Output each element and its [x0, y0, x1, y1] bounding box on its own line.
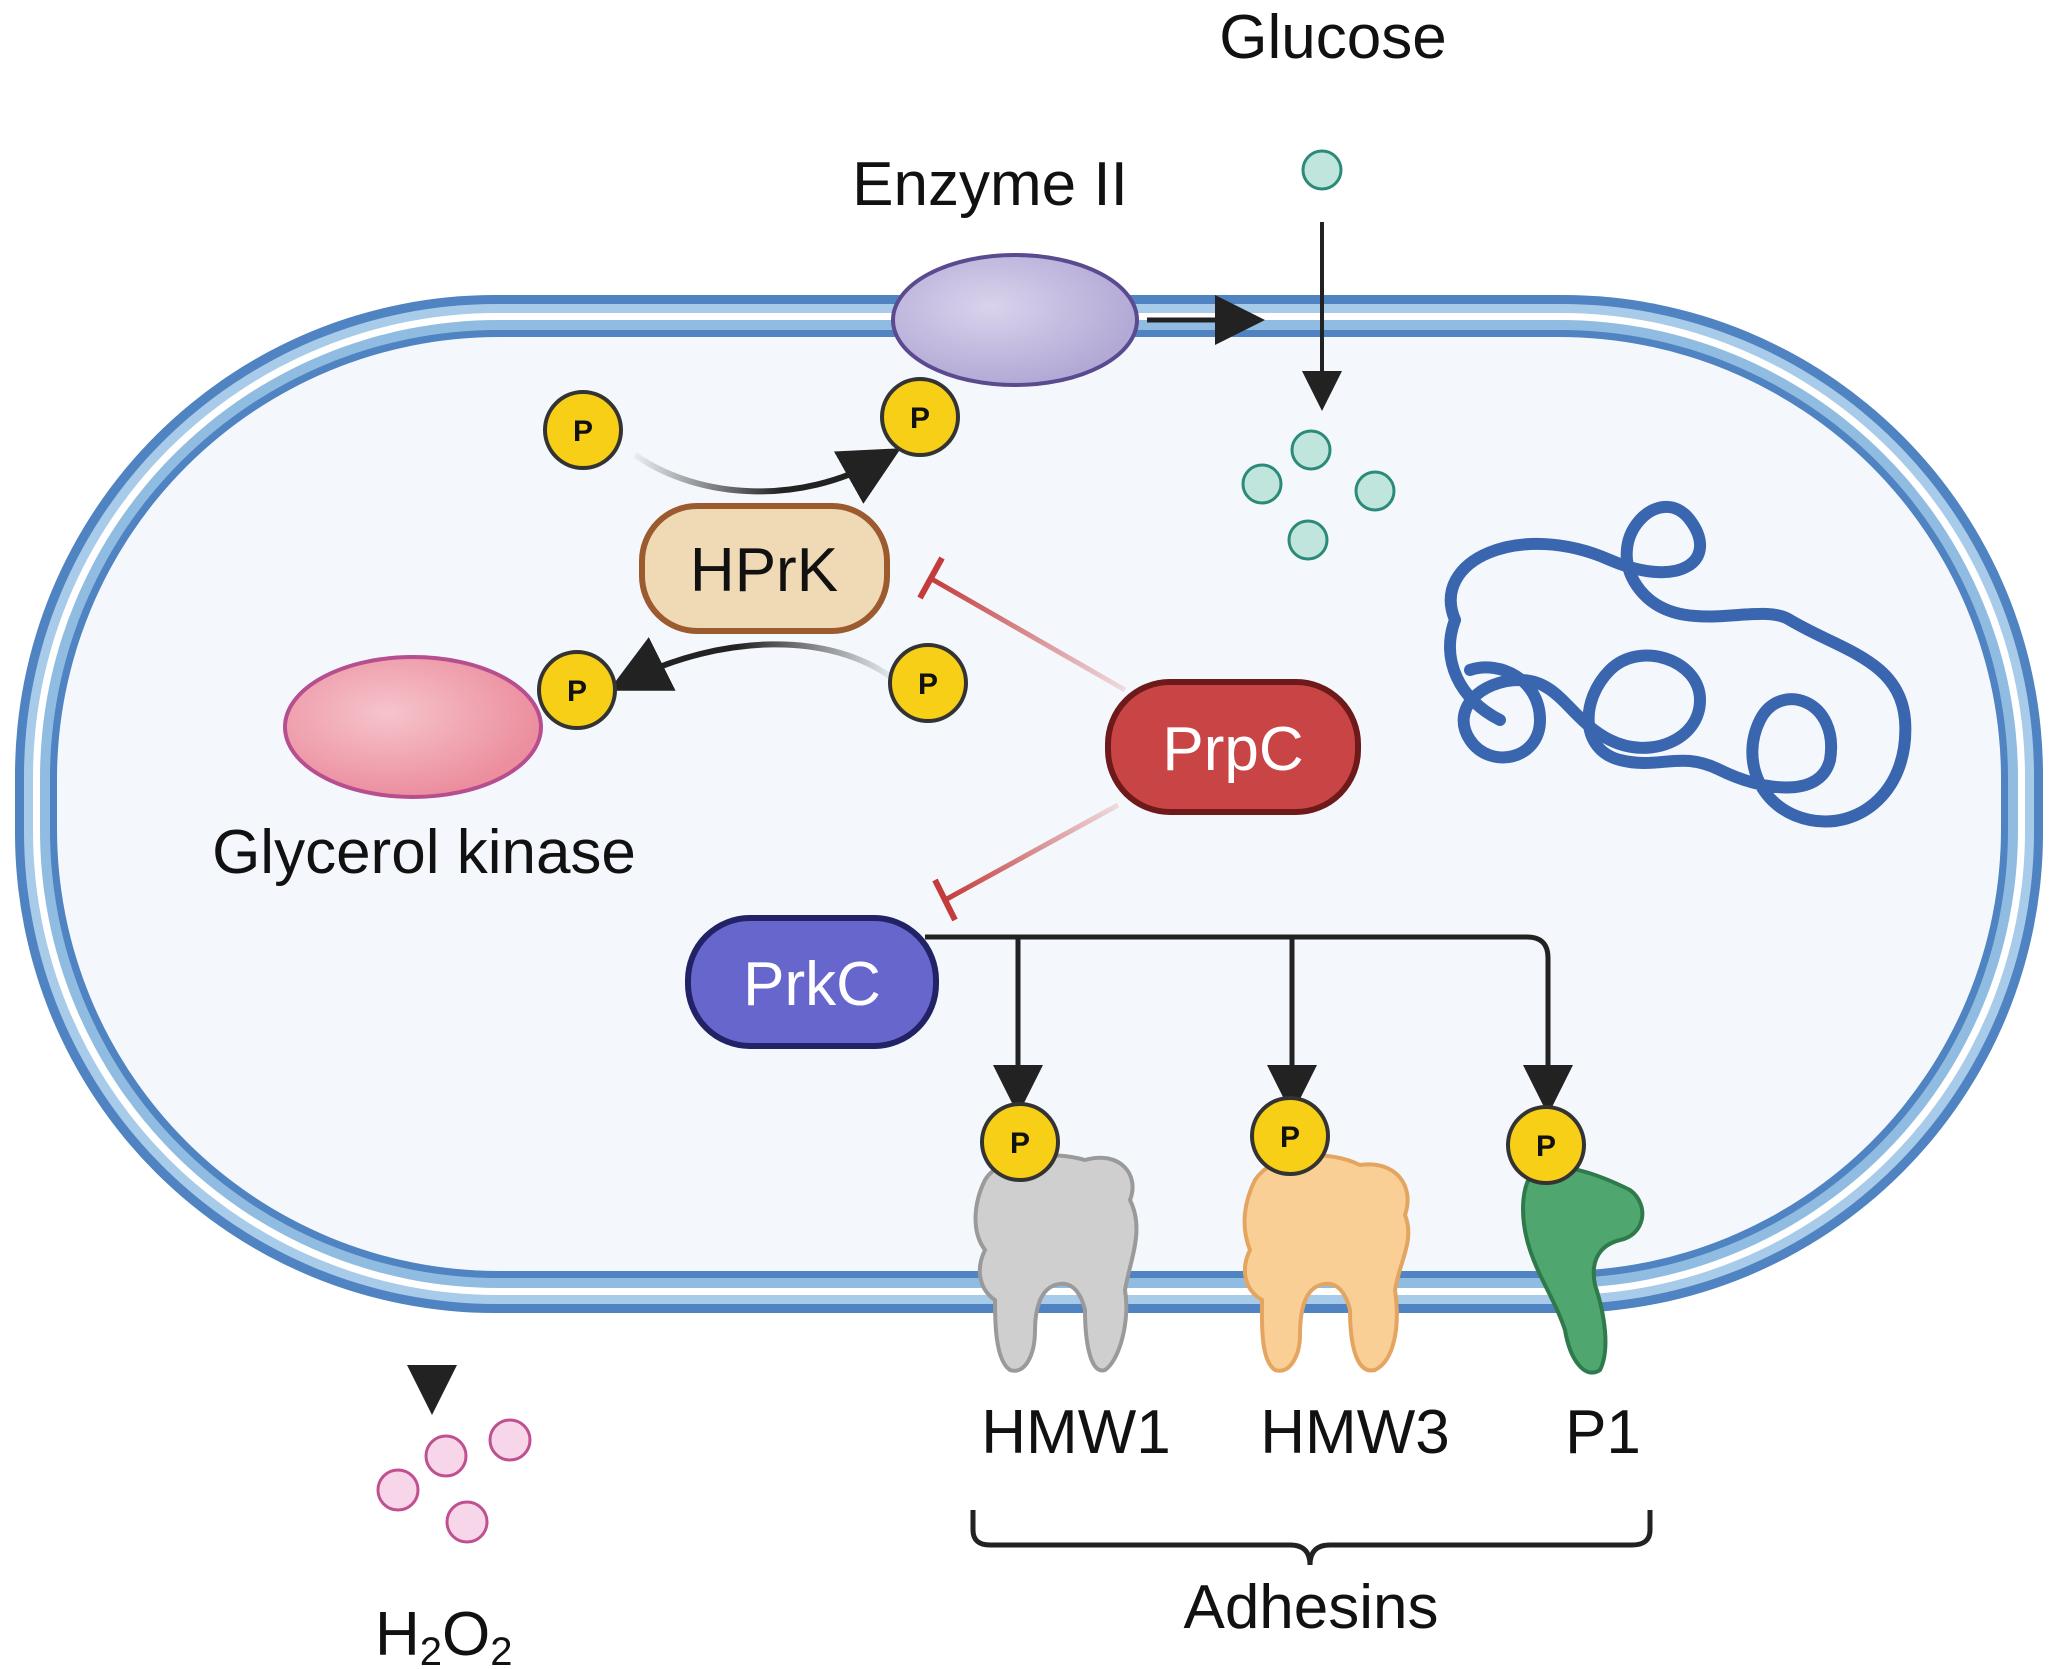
glucose-label: Glucose	[1219, 3, 1446, 72]
hprk-to-glycerol-kinase-arrow	[608, 637, 897, 691]
svg-text:P: P	[910, 402, 930, 435]
enzyme-ii-protein	[891, 253, 1139, 387]
adhesins-label: Adhesins	[1183, 1573, 1438, 1642]
prpc-label: PrpC	[1162, 715, 1303, 784]
phosphate-group-1: P	[543, 390, 623, 470]
phosphate-icon	[888, 643, 968, 723]
prkc-label: PrkC	[743, 950, 881, 1019]
p1-label: P1	[1565, 1398, 1641, 1467]
h2o2-label: H2O2	[375, 1600, 513, 1669]
svg-text:P: P	[1536, 1130, 1556, 1163]
dna-coil-icon	[1444, 501, 1912, 828]
enzyme-ii-label: Enzyme II	[852, 150, 1128, 219]
phosphate-group-4: P	[888, 643, 968, 723]
glycerol-kinase-label: Glycerol kinase	[212, 818, 636, 887]
phosphate-icon	[1250, 1096, 1330, 1176]
p1-protein-icon	[1521, 1164, 1645, 1375]
prpc-inhibits-hprk	[917, 556, 1127, 693]
hprk-node: HPrK	[639, 503, 890, 634]
phosphate-icon	[543, 390, 623, 470]
hprk-to-enzyme-ii-arrow	[633, 448, 901, 504]
svg-text:P: P	[1010, 1127, 1030, 1160]
svg-text:P: P	[567, 675, 587, 708]
phosphate-group-3: P	[537, 650, 617, 730]
svg-text:P: P	[918, 668, 938, 701]
phosphate-icon	[1506, 1105, 1586, 1185]
phosphate-icon	[537, 650, 617, 730]
phosphate-icon	[980, 1102, 1060, 1182]
phosphate-group-hmw3: P	[1250, 1096, 1330, 1176]
phosphate-group-2: P	[880, 377, 960, 457]
h2o2-molecules	[376, 1418, 532, 1544]
phosphate-icon	[880, 377, 960, 457]
phosphate-group-hmw1: P	[980, 1102, 1060, 1182]
adhesins-bracket	[970, 1510, 1653, 1566]
hmw3-label: HMW3	[1260, 1398, 1449, 1467]
hmw1-protein-icon	[973, 1153, 1139, 1373]
hmw3-protein-icon	[1242, 1153, 1411, 1373]
svg-text:P: P	[1280, 1121, 1300, 1154]
phosphate-group-p1: P	[1506, 1105, 1586, 1185]
prkc-node: PrkC	[685, 915, 939, 1049]
prpc-node: PrpC	[1105, 679, 1361, 815]
hmw1-label: HMW1	[981, 1398, 1170, 1467]
glucose-outside-molecule-icon	[1301, 149, 1343, 191]
cell-membrane	[15, 295, 2043, 1313]
hprk-label: HPrK	[690, 536, 838, 605]
glucose-inside-molecules	[1241, 429, 1396, 561]
glycerol-kinase-protein	[283, 655, 543, 799]
prkc-phosphorylation-branches	[925, 934, 1573, 1115]
prpc-inhibits-prkc	[932, 802, 1120, 922]
svg-text:P: P	[573, 415, 593, 448]
